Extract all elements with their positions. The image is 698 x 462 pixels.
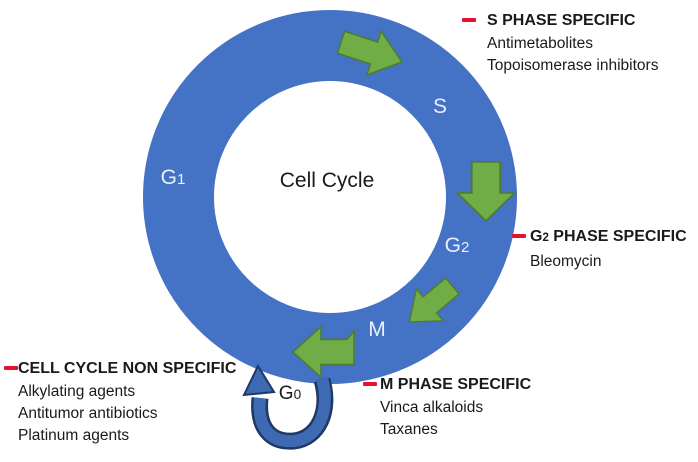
annotation-s-phase: S PHASE SPECIFIC Antimetabolites Topoiso…: [462, 8, 658, 77]
phase-label-s: S: [432, 95, 448, 118]
annotation-cell-cycle-non-specific: CELL CYCLE NON SPECIFIC Alkylating agent…: [4, 356, 236, 447]
clockwise-arrow-m-icon: [291, 324, 355, 380]
annotation-m-phase: M PHASE SPECIFIC Vinca alkaloids Taxanes: [363, 372, 531, 441]
annotation-line: Platinum agents: [18, 427, 130, 444]
annotation-line: Topoisomerase inhibitors: [487, 57, 659, 74]
annotation-line: Antitumor antibiotics: [18, 405, 158, 422]
annotation-title: G2 PHASE SPECIFIC: [530, 228, 687, 245]
phase-label-g0: G0: [278, 383, 302, 404]
red-dash-icon: [363, 382, 377, 386]
clockwise-arrow-g2-icon: [455, 161, 517, 223]
annotation-line: Antimetabolites: [487, 35, 593, 52]
center-label: Cell Cycle: [279, 169, 375, 192]
annotation-g2-phase: G2 PHASE SPECIFIC Bleomycin: [512, 224, 687, 273]
clockwise-arrow-s-icon: [336, 29, 404, 77]
annotation-line: Bleomycin: [530, 253, 602, 270]
annotation-title: S PHASE SPECIFIC: [487, 12, 636, 29]
annotation-line: Taxanes: [380, 421, 438, 438]
g0-return-arrow-icon: [242, 363, 334, 450]
annotation-title: CELL CYCLE NON SPECIFIC: [18, 360, 237, 377]
annotation-line: Alkylating agents: [18, 383, 136, 400]
red-dash-icon: [462, 18, 476, 22]
clockwise-arrow-g2-m-icon: [408, 276, 461, 323]
phase-label-m: M: [368, 318, 386, 341]
annotation-line: Vinca alkaloids: [380, 399, 484, 416]
annotation-title: M PHASE SPECIFIC: [380, 376, 532, 393]
red-dash-icon: [4, 366, 18, 370]
phase-label-g2: G2: [444, 234, 470, 257]
red-dash-icon: [512, 234, 526, 238]
phase-label-g1: G1: [160, 166, 186, 189]
